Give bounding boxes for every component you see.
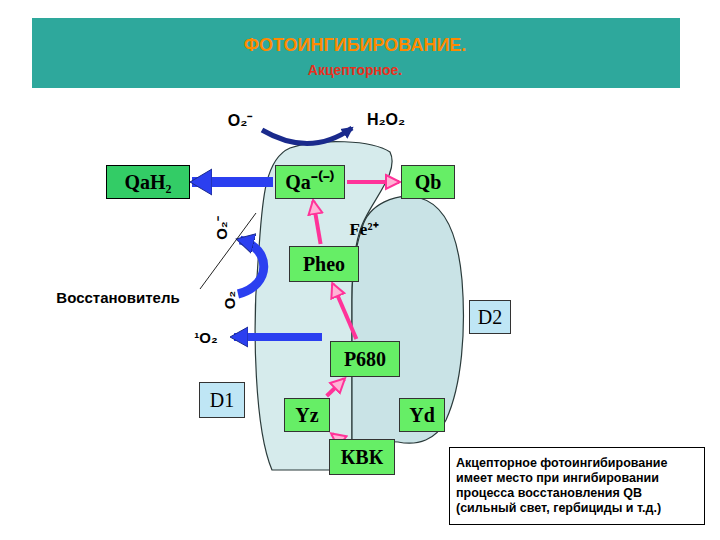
leader-line — [200, 213, 256, 289]
reductant-label: Восстановитель — [56, 289, 179, 306]
species-label: ¹O₂ — [194, 329, 217, 346]
box-text: Qa⁻⁽⁻⁾ — [285, 171, 335, 193]
superoxide-dismutation-arrow — [262, 128, 352, 144]
oxygen-complex-box: КВК — [329, 439, 395, 475]
box-text: P680 — [344, 348, 386, 370]
box-text: QaH₂ — [124, 171, 171, 193]
box-text: D1 — [210, 389, 234, 411]
reduction-arrow — [192, 177, 273, 187]
electron-transfer-arrow — [333, 284, 357, 339]
box-text: Pheo — [303, 253, 345, 275]
cofactor-label: Fe²⁺ — [349, 217, 378, 240]
acceptor-box: Qb — [401, 165, 455, 199]
singlet-oxygen-arrow — [234, 333, 322, 341]
box-text: D2 — [478, 306, 502, 328]
box-text: Yd — [409, 404, 435, 426]
header-band — [32, 18, 680, 88]
page-title: ФОТОИНГИБИРОВАНИЕ. — [244, 35, 467, 56]
oxygen-reduction-arrow — [238, 240, 264, 294]
product-box: QaH₂ — [106, 165, 190, 199]
species-label: O₂ — [221, 291, 238, 309]
electron-transfer-arrow — [347, 180, 399, 184]
box-text: Акцепторное фотоингибирование имеет мест… — [456, 456, 698, 516]
subunit-label: D2 — [469, 300, 511, 334]
electron-transfer-arrow — [327, 379, 345, 396]
species-label: O₂⁻ — [228, 109, 253, 131]
electron-transfer-arrow — [332, 434, 336, 437]
donor-box: Yd — [399, 398, 445, 432]
acceptor-box: Qa⁻⁽⁻⁾ — [275, 165, 345, 199]
subtitle: Акцепторное. — [308, 62, 402, 78]
donor-box: Yz — [284, 398, 330, 432]
electron-transfer-arrow — [313, 201, 320, 244]
reaction-center-box: P680 — [330, 341, 400, 377]
species-label: H₂O₂ — [367, 111, 405, 129]
box-text: Yz — [295, 404, 318, 426]
box-text: КВК — [341, 446, 383, 468]
subunit-label: D1 — [199, 382, 245, 418]
species-label: O₂⁻ — [211, 216, 231, 239]
box-text: Qb — [415, 171, 442, 193]
pheophytin-box: Pheo — [289, 246, 359, 282]
note-box: Акцепторное фотоингибирование имеет мест… — [449, 447, 705, 525]
